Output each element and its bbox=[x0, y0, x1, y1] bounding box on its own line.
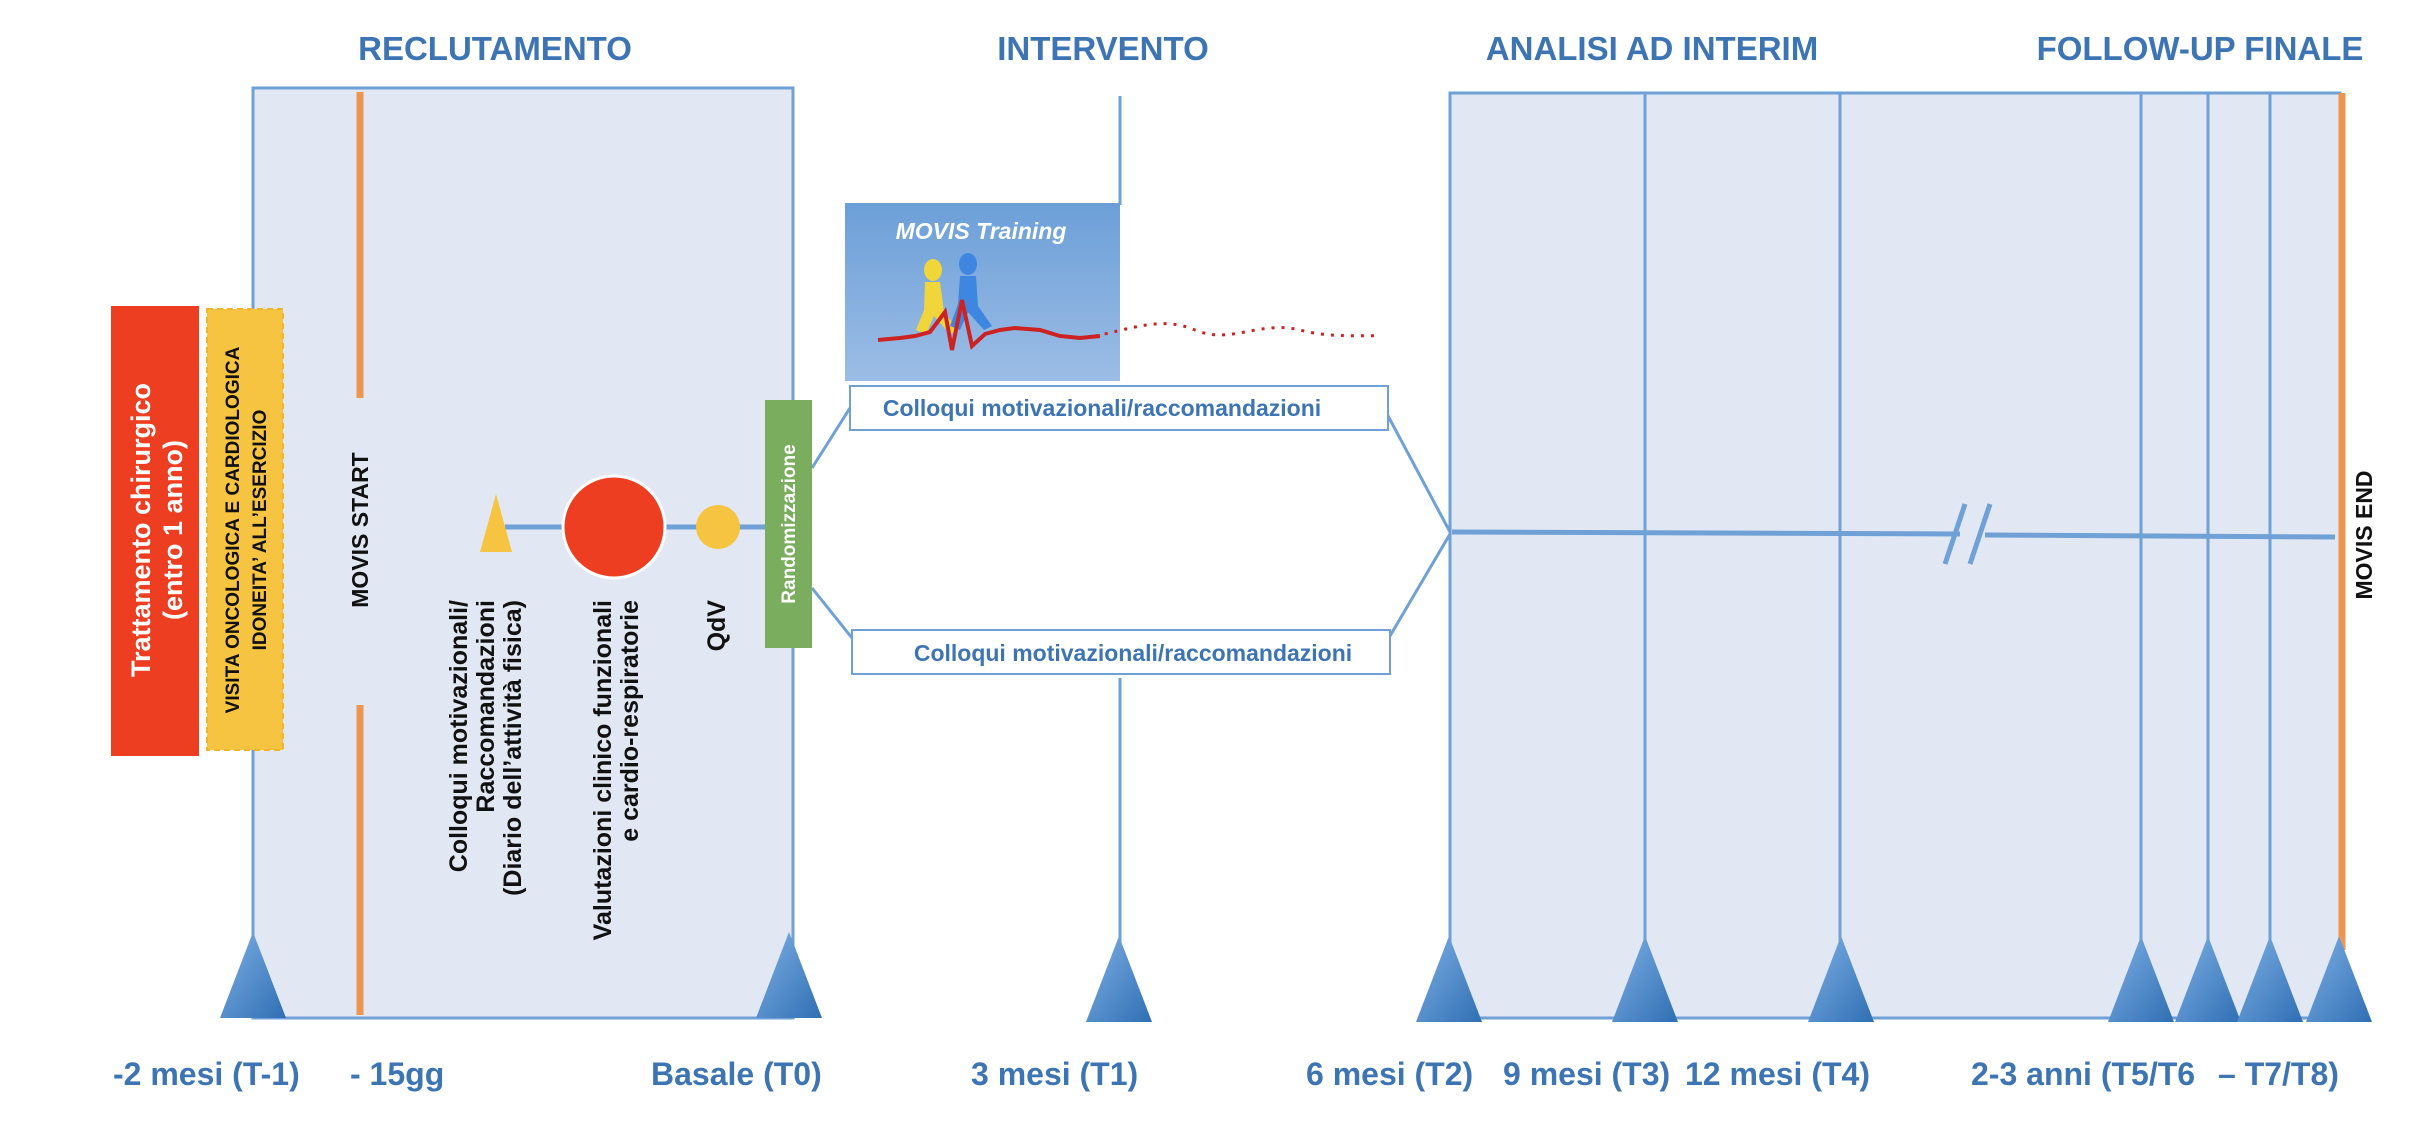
marker-t7 bbox=[2237, 936, 2303, 1022]
randomization-box bbox=[765, 400, 812, 648]
marker-t-minus1 bbox=[220, 932, 286, 1018]
arm-connectors bbox=[810, 407, 1452, 639]
timepoint-t0: Basale (T0) bbox=[651, 1056, 822, 1092]
axis-break-icon bbox=[1942, 503, 1993, 565]
marker-t6 bbox=[2175, 936, 2241, 1022]
training-continuation-dots bbox=[1084, 322, 1381, 340]
movis-start-label: MOVIS START bbox=[347, 452, 373, 607]
timepoint-15-days: - 15gg bbox=[350, 1056, 444, 1092]
heartbeat-icon bbox=[877, 299, 1101, 351]
surgery-sublabel: (entro 1 anno) bbox=[158, 440, 188, 620]
recruitment-panel bbox=[251, 86, 795, 1020]
phase-interim-analysis: ANALISI AD INTERIM bbox=[1486, 30, 1818, 67]
qol-label: QdV bbox=[703, 600, 731, 652]
counselling-label-1: Colloqui motivazionali/ bbox=[445, 600, 473, 872]
counselling-label-3: (Diario dell’attività fisica) bbox=[499, 600, 527, 896]
timepoint-t-minus1: -2 mesi (T-1) bbox=[113, 1056, 300, 1092]
timepoint-t3: 9 mesi (T3) bbox=[1503, 1056, 1670, 1092]
timepoint-t4: 12 mesi (T4) bbox=[1685, 1056, 1870, 1092]
clinical-label-2: e cardio-respiratorie bbox=[616, 600, 644, 842]
followup-divider-lines bbox=[1643, 93, 2272, 945]
surgery-label: Trattamento chirurgico bbox=[126, 383, 156, 677]
counselling-triangle-marker bbox=[480, 494, 512, 552]
timepoint-t2: 6 mesi (T2) bbox=[1306, 1056, 1473, 1092]
phase-recruitment: RECLUTAMENTO bbox=[358, 30, 632, 67]
marker-t0 bbox=[756, 932, 822, 1018]
marker-t4 bbox=[1808, 936, 1874, 1022]
clinical-evaluation-circle bbox=[561, 474, 667, 580]
time-markers bbox=[220, 932, 2372, 1022]
counselling-label-2: Raccomandazioni bbox=[472, 600, 500, 813]
timeline-axis-left bbox=[1451, 529, 1961, 537]
marker-t1 bbox=[1086, 936, 1152, 1022]
qol-circle bbox=[696, 505, 740, 549]
timeline-axis-right bbox=[1984, 532, 2336, 540]
visit-box bbox=[206, 308, 284, 751]
visit-label: VISITA ONCOLOGICA E CARDIOLOGICA bbox=[223, 346, 244, 713]
visit-sublabel: IDONEITA’ ALL’ESERCIZIO bbox=[250, 410, 271, 651]
movis-training-title: MOVIS Training bbox=[896, 218, 1067, 244]
movis-training-box: MOVIS Training bbox=[845, 203, 1120, 381]
marker-t8 bbox=[2306, 936, 2372, 1022]
movis-end-label: MOVIS END bbox=[2351, 470, 2377, 599]
counselling-box-top bbox=[849, 385, 1389, 431]
timepoint-t7-t8: – T7/T8) bbox=[2218, 1056, 2339, 1092]
marker-t5 bbox=[2108, 936, 2174, 1022]
timepoint-t5-t6: 2-3 anni (T5/T6 bbox=[1971, 1056, 2195, 1092]
clinical-label-1: Valutazioni clinico funzionali bbox=[589, 600, 617, 940]
timepoint-t1: 3 mesi (T1) bbox=[971, 1056, 1138, 1092]
counselling-box-bottom bbox=[851, 629, 1391, 675]
phase-final-followup: FOLLOW-UP FINALE bbox=[2037, 30, 2364, 67]
marker-t3 bbox=[1612, 936, 1678, 1022]
marker-t2 bbox=[1416, 936, 1482, 1022]
followup-panel bbox=[1448, 91, 2342, 1020]
randomization-label: Randomizzazione bbox=[779, 444, 800, 603]
phase-intervention: INTERVENTO bbox=[997, 30, 1209, 67]
counselling-box-bottom-label: Colloqui motivazionali/raccomandazioni bbox=[914, 640, 1352, 666]
surgery-box bbox=[111, 306, 199, 756]
counselling-box-top-label: Colloqui motivazionali/raccomandazioni bbox=[883, 395, 1321, 421]
